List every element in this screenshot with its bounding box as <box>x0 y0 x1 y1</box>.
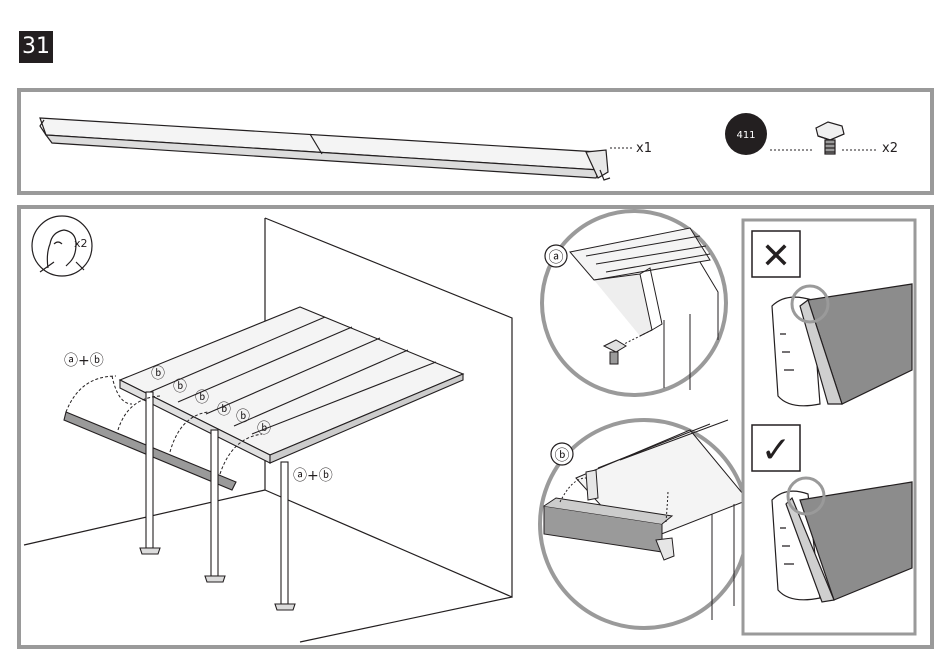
callout-a-plus-b-right: ⓐ+ⓑ <box>293 468 333 484</box>
roof-panels <box>120 307 463 463</box>
comparison-panel: ✕ ✓ <box>743 220 915 634</box>
right-mark: ✓ <box>761 430 791 471</box>
callout-b-4: ⓑ <box>217 402 231 418</box>
parts-box: x1 411 x2 <box>19 90 932 193</box>
assembly-box: x2 <box>19 207 932 647</box>
wrong-mark: ✕ <box>761 236 791 277</box>
bolt-quantity: x2 <box>882 141 898 156</box>
callout-a-plus-b-left: ⓐ+ⓑ <box>64 353 104 369</box>
gutter-part-drawing <box>40 118 610 180</box>
bolt-part-drawing <box>816 122 844 154</box>
gutter-quantity: x1 <box>636 141 652 156</box>
detail-a-label: ⓐ <box>548 248 563 266</box>
persons-quantity: x2 <box>74 237 88 250</box>
callout-b-5: ⓑ <box>236 409 250 425</box>
callout-b-6: ⓑ <box>257 421 271 437</box>
detail-b-magnifier: ⓑ <box>540 420 748 628</box>
bolt-code: 411 <box>736 130 755 141</box>
detail-b-label: ⓑ <box>554 446 569 464</box>
detail-a-magnifier: ⓐ <box>542 211 726 395</box>
callout-b-2: ⓑ <box>173 379 187 395</box>
callout-b-3: ⓑ <box>195 390 209 406</box>
callout-b-1: ⓑ <box>151 366 165 382</box>
